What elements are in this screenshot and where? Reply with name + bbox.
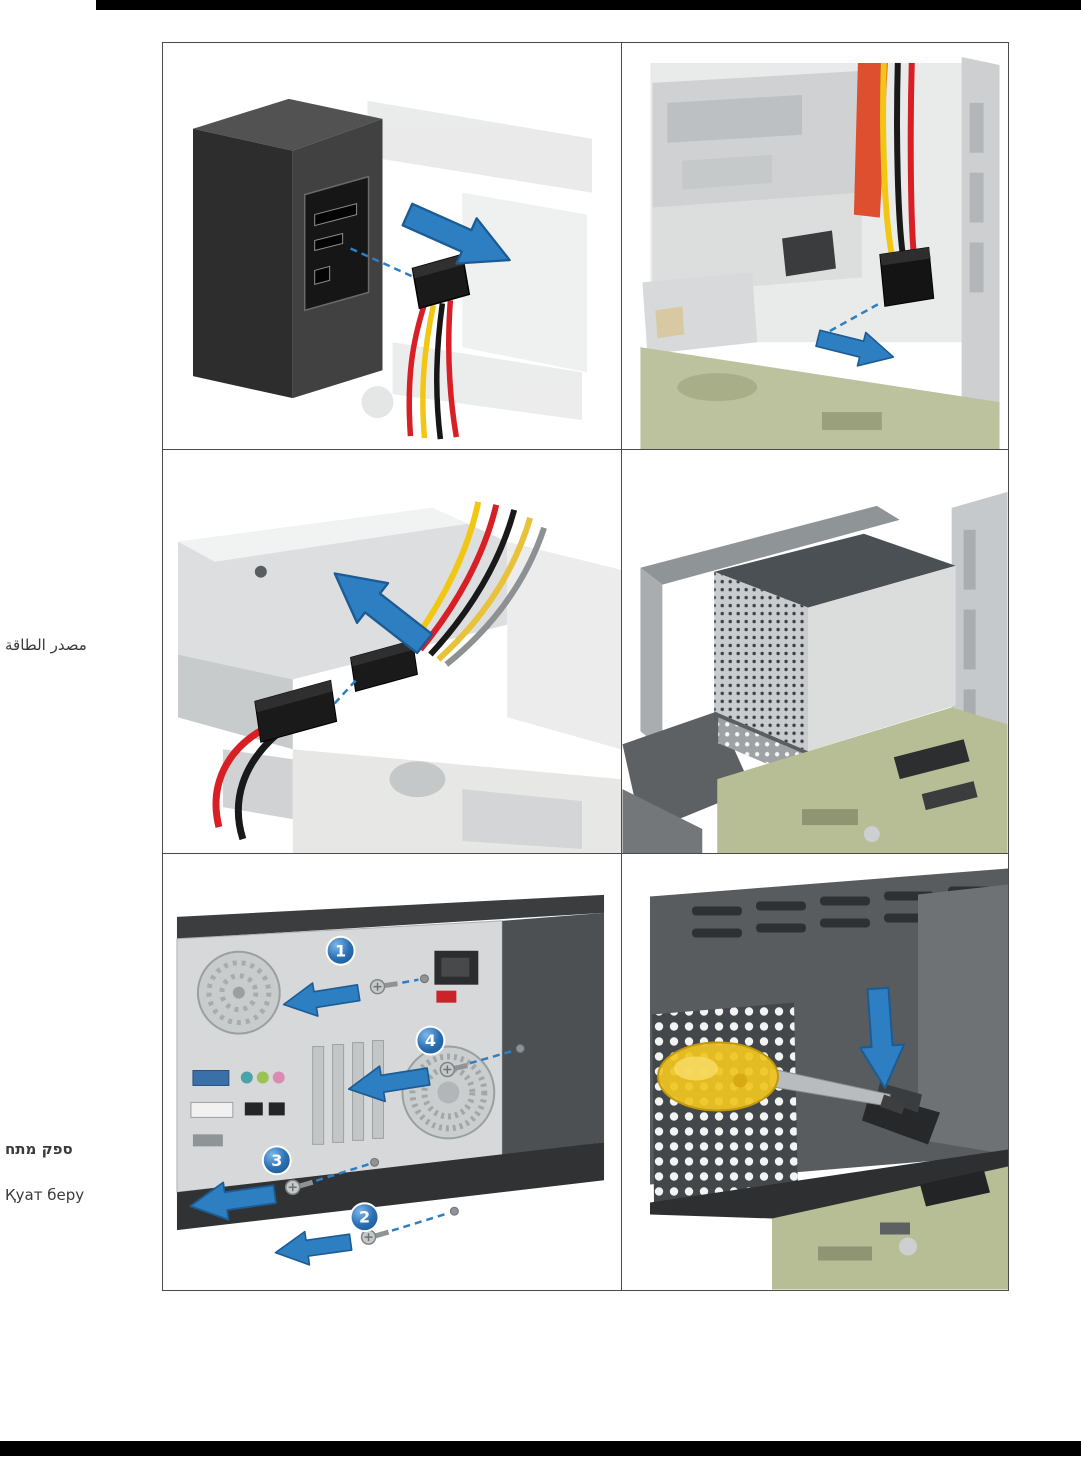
page-top-rule (96, 0, 1081, 10)
step-callout-2: 2 (349, 1202, 380, 1233)
screw (360, 1229, 390, 1245)
figure-odd-cable-disconnect (178, 501, 621, 853)
screw-hole (419, 974, 429, 984)
figure-drive-cable-release (640, 56, 1000, 449)
svg-text:2: 2 (359, 1208, 370, 1227)
power-inlet (434, 950, 479, 1003)
row-label-hebrew: ספק מתח (5, 1140, 73, 1158)
psu-fan-grille (401, 1045, 496, 1140)
figure-psu-cable-disconnect (192, 98, 593, 440)
step-callout-4: 4 (415, 1025, 446, 1056)
rear-fan-grille (196, 950, 281, 1035)
screw-hole (449, 1206, 459, 1216)
svg-text:3: 3 (271, 1151, 282, 1170)
screwdriver (657, 1041, 906, 1115)
drive-power-cables (853, 62, 935, 307)
screw (284, 1179, 314, 1195)
sata-connector-pair (212, 639, 418, 841)
screw-hole (515, 1044, 525, 1054)
dashed-guide-line (458, 1049, 515, 1068)
chassis-panel (650, 868, 1008, 1203)
figure-cell-odd-disconnect (163, 450, 622, 854)
sata-power-connector (406, 253, 471, 440)
figure-cell-drive-cable (622, 43, 1008, 450)
io-ports (190, 1070, 285, 1147)
screw (369, 978, 398, 995)
svg-text:1: 1 (335, 941, 346, 960)
figure-cell-remove-screws: 1 4 3 2 (163, 854, 622, 1290)
svg-text:4: 4 (425, 1031, 436, 1050)
figure-table: 1 4 3 2 (162, 42, 1009, 1291)
figure-cell-psu-location (622, 450, 1008, 854)
step-callout-3: 3 (261, 1145, 292, 1176)
figure-press-release-latch (650, 868, 1008, 1290)
faded-chassis-background (178, 507, 621, 853)
figure-remove-screws: 1 4 3 2 (176, 894, 605, 1271)
figure-cell-psu-disconnect (163, 43, 622, 450)
faded-chassis-background (640, 56, 1000, 449)
step-callout-1: 1 (325, 935, 356, 966)
power-supply-unit (192, 98, 383, 399)
arrow-left-icon (272, 1224, 354, 1271)
power-supply-unit (714, 533, 956, 762)
screw-hole (370, 1157, 380, 1167)
motherboard (717, 707, 1008, 853)
figure-psu-location (622, 491, 1008, 853)
dashed-guide-line (333, 676, 360, 705)
row-label-arabic: مصدر الطاقة (5, 636, 87, 654)
motherboard (650, 1149, 1008, 1290)
row-label-kazakh: Қуат беру (5, 1186, 85, 1204)
page-bottom-rule (0, 1441, 1081, 1456)
figure-cell-release-latch (622, 854, 1008, 1290)
computer-rear-panel (176, 894, 605, 1231)
dashed-guide-line (823, 303, 879, 336)
dashed-guide-line (380, 1211, 449, 1236)
screw (439, 1061, 468, 1078)
